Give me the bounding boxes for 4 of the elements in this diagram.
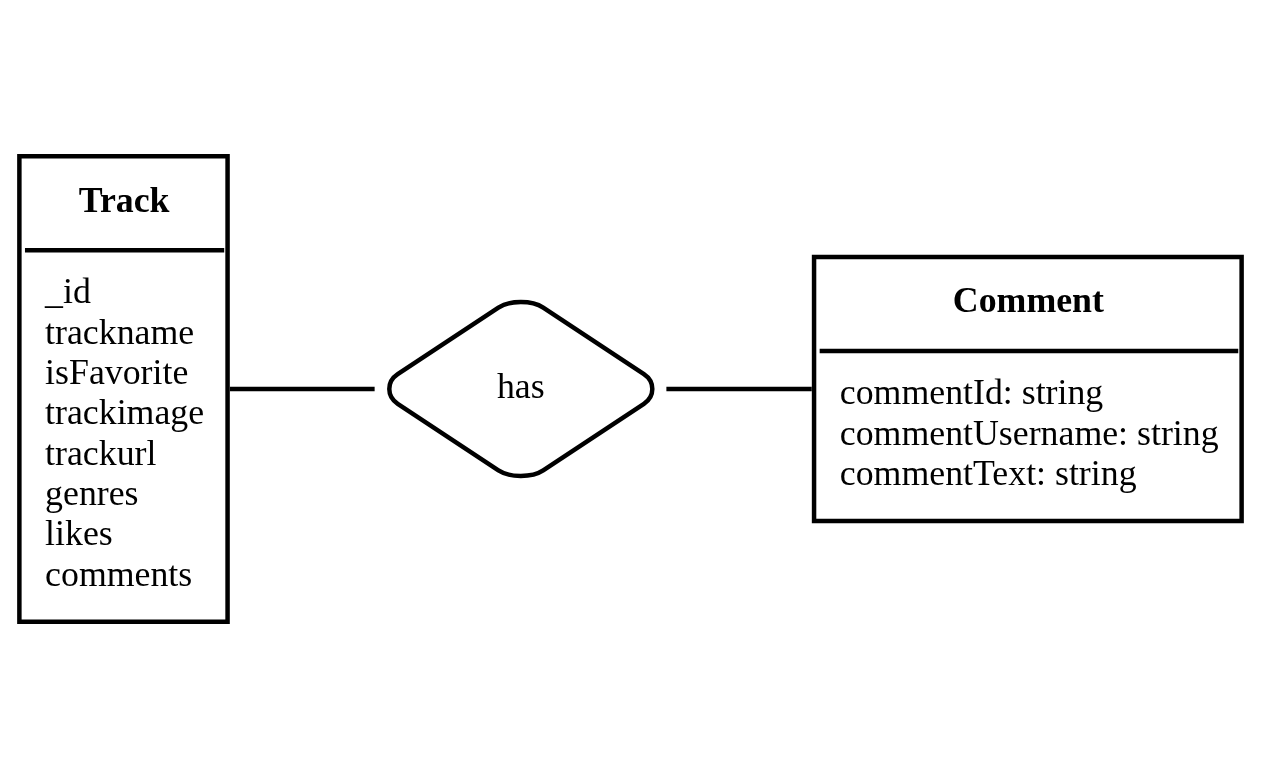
node-box: Track _id trackname isFavorite trackimage trackurl genres likes comments [17, 153, 230, 625]
connector [229, 386, 375, 392]
connector [666, 386, 812, 392]
node-box: Comment commentId: string commentUsername: string commentText: string [811, 254, 1244, 524]
